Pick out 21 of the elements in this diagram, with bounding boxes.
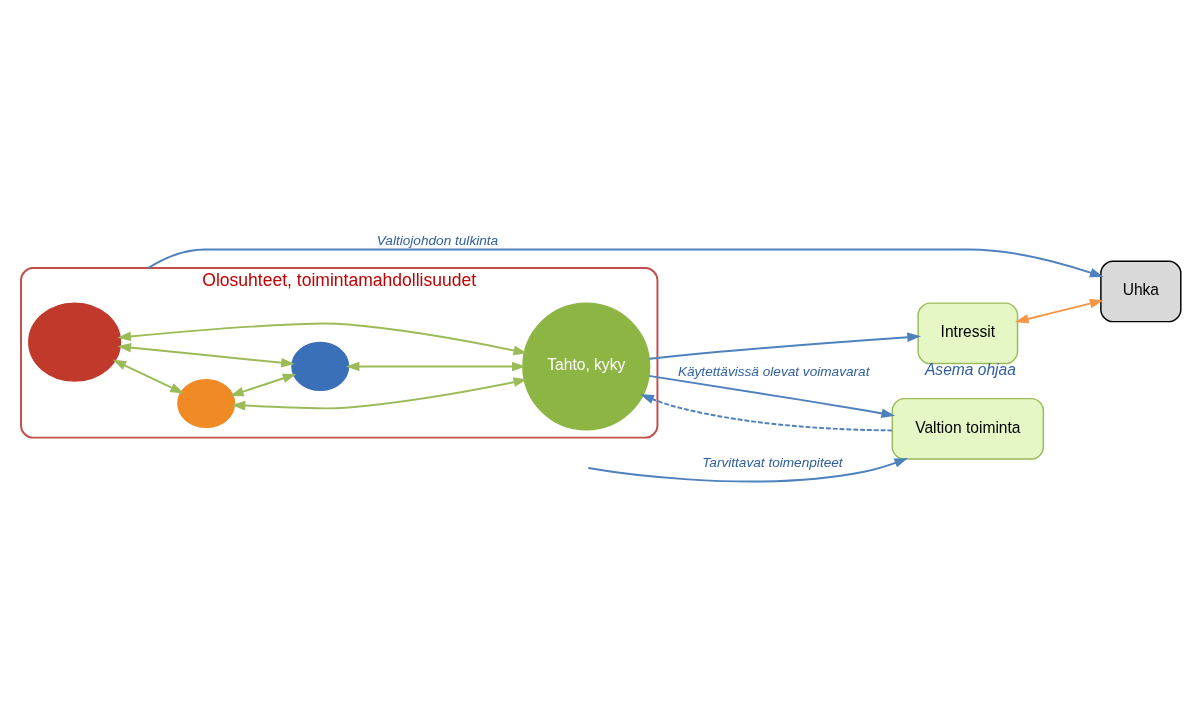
arrow [648, 332, 921, 360]
arrow [231, 377, 528, 411]
edge-label: Käytettävissä olevat voimavarat [677, 364, 870, 380]
arrow [147, 248, 1104, 278]
edge-label: Tarvittavat toimenpiteet [702, 455, 843, 471]
arrow [345, 361, 526, 372]
arrow [640, 394, 894, 432]
node-box: Uhka [1100, 260, 1182, 323]
arrow [117, 322, 528, 356]
arrow [117, 342, 295, 368]
arrow [112, 359, 184, 394]
arrow [1014, 298, 1104, 324]
node-circle [291, 341, 350, 392]
arrow [648, 374, 896, 419]
node-circle [177, 378, 236, 429]
edge-label: Valtiojohdon tulkinta [376, 232, 499, 248]
arrow [587, 458, 909, 483]
node-circle [28, 302, 122, 382]
node-circle: Tahto, kyky [522, 302, 651, 431]
node-box: Valtion toiminta [891, 397, 1045, 460]
arrow [230, 373, 297, 397]
